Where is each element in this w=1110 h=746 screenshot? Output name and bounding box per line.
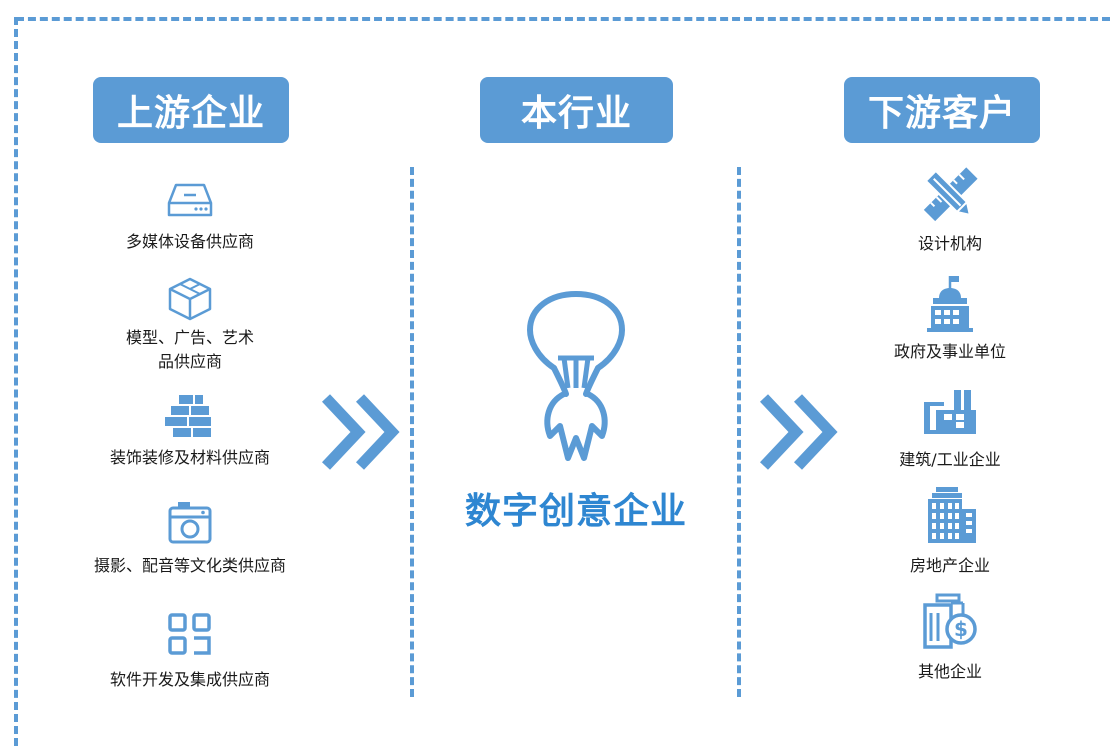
frame-left-border [14, 17, 18, 746]
downstream-label: 房地产企业 [909, 556, 990, 575]
upstream-label: 软件开发及集成供应商 [109, 670, 270, 689]
bricks-icon [165, 394, 215, 438]
downstream-item-design: 设计机构 [840, 166, 1060, 256]
upstream-item-multimedia: 多媒体设备供应商 [80, 180, 300, 254]
upstream-label: 装饰装修及材料供应商 [109, 448, 270, 467]
header-downstream: 下游客户 [844, 77, 1040, 143]
upstream-item-models: 模型、广告、艺术 品供应商 [80, 276, 300, 374]
center-title: 数字创意企业 [464, 491, 687, 532]
divider-left [410, 167, 414, 697]
divider-right [737, 167, 741, 697]
double-chevron-right-icon [322, 394, 400, 470]
downstream-label: 政府及事业单位 [893, 342, 1006, 361]
downstream-item-other: $ 其他企业 [840, 592, 1060, 684]
upstream-label-line1: 模型、广告、艺术 [125, 328, 254, 347]
upstream-label-line2: 品供应商 [157, 352, 222, 371]
downstream-label: 设计机构 [917, 234, 982, 253]
svg-text:$: $ [954, 617, 968, 641]
downstream-label: 建筑/工业企业 [899, 450, 1001, 469]
downstream-label: 其他企业 [917, 662, 982, 681]
camera-icon [166, 500, 214, 546]
government-building-icon [925, 274, 975, 332]
downstream-item-construction: 建筑/工业企业 [840, 384, 1060, 472]
upstream-label: 多媒体设备供应商 [125, 232, 254, 251]
downstream-item-government: 政府及事业单位 [840, 274, 1060, 364]
upstream-item-software: 软件开发及集成供应商 [80, 612, 300, 692]
grid-app-icon [167, 612, 213, 656]
building-dollar-icon: $ [921, 592, 979, 650]
pencil-ruler-icon [921, 166, 979, 224]
header-upstream: 上游企业 [93, 77, 289, 143]
hard-drive-icon [166, 180, 214, 222]
header-industry: 本行业 [480, 77, 673, 143]
lightbulb-icon [526, 290, 626, 461]
upstream-item-decoration: 装饰装修及材料供应商 [80, 394, 300, 470]
upstream-item-photography: 摄影、配音等文化类供应商 [70, 500, 310, 578]
downstream-item-real-estate: 房地产企业 [840, 484, 1060, 578]
upstream-label: 摄影、配音等文化类供应商 [93, 556, 286, 575]
frame-top-border [16, 17, 1110, 21]
factory-icon [922, 384, 978, 440]
double-chevron-right-icon [760, 394, 838, 470]
office-buildings-icon [922, 484, 978, 546]
cube-icon [166, 276, 214, 322]
